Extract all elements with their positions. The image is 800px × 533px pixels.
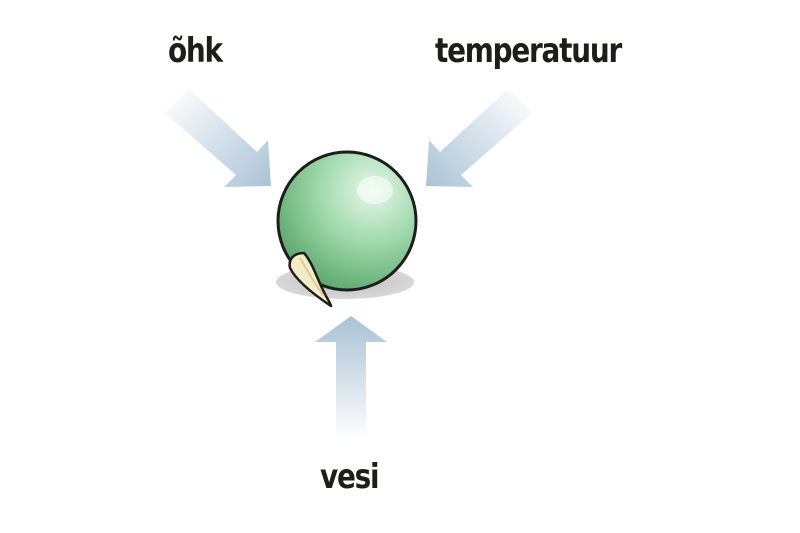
seed-highlight [357,176,393,204]
label-water: vesi [320,457,380,497]
label-air: õhk [168,31,223,71]
arrow-air [165,89,271,187]
arrow-temperature [426,89,532,187]
label-temperature: temperatuur [435,31,622,71]
sprout-shade [299,257,325,297]
arrow-water [315,316,387,435]
